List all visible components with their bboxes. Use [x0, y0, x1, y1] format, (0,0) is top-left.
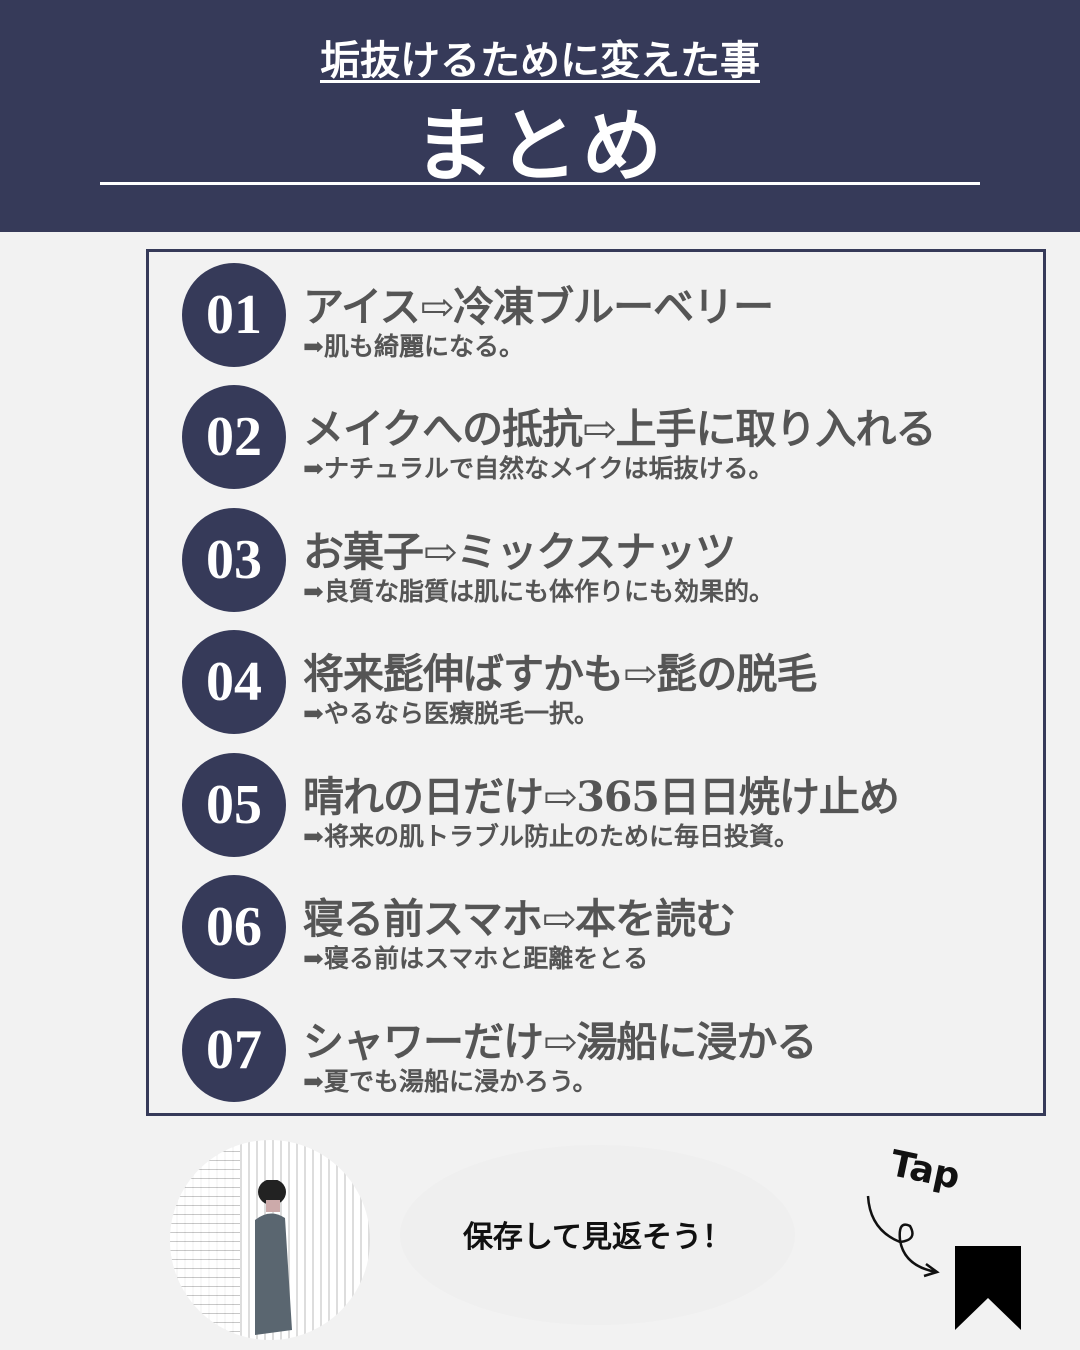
item-title: お菓子⇨ミックスナッツ: [303, 528, 736, 576]
item-subtext: ➡夏でも湯船に浸かろう。: [303, 1067, 598, 1096]
item-number-badge: 01: [182, 263, 286, 367]
list-item: 01 アイス⇨冷凍ブルーベリー ➡肌も綺麗になる。: [182, 263, 1032, 373]
item-number-badge: 07: [182, 998, 286, 1102]
item-title: アイス⇨冷凍ブルーベリー: [303, 283, 774, 331]
header-banner: 垢抜けるために変えた事 まとめ: [0, 0, 1080, 232]
item-title: 寝る前スマホ⇨本を読む: [303, 895, 736, 943]
item-title: メイクへの抵抗⇨上手に取り入れる: [303, 405, 937, 453]
list-item: 07 シャワーだけ⇨湯船に浸かる ➡夏でも湯船に浸かろう。: [182, 998, 1032, 1108]
item-subtext: ➡ナチュラルで自然なメイクは垢抜ける。: [303, 454, 774, 483]
person-image: [255, 1180, 292, 1335]
header-title: まとめ: [414, 99, 666, 193]
item-number-badge: 04: [182, 630, 286, 734]
save-prompt-text: 保存して見返そう！: [462, 1220, 733, 1255]
item-title: 晴れの日だけ⇨365日日焼け止め: [303, 773, 900, 821]
list-item: 06 寝る前スマホ⇨本を読む ➡寝る前はスマホと距離をとる: [182, 875, 1032, 985]
list-item: 02 メイクへの抵抗⇨上手に取り入れる ➡ナチュラルで自然なメイクは垢抜ける。: [182, 385, 1032, 495]
item-subtext: ➡やるなら医療脱毛一択。: [303, 699, 599, 728]
item-subtext: ➡将来の肌トラブル防止のために毎日投資。: [303, 822, 799, 851]
summary-list-box: [146, 249, 1046, 1116]
speech-bubble: [400, 1145, 795, 1325]
item-subtext: ➡肌も綺麗になる。: [303, 332, 524, 361]
curved-arrow-icon: [866, 1195, 940, 1278]
profile-photo: [170, 1140, 370, 1340]
item-number-badge: 03: [182, 508, 286, 612]
item-subtext: ➡良質な脂質は肌にも体作りにも効果的。: [303, 577, 774, 606]
bookmark-icon[interactable]: [955, 1246, 1021, 1330]
item-title: 将来髭伸ばすかも⇨髭の脱毛: [303, 650, 817, 698]
header-subtitle: 垢抜けるために変えた事: [0, 28, 1080, 86]
header-divider: [100, 182, 980, 185]
list-item: 03 お菓子⇨ミックスナッツ ➡良質な脂質は肌にも体作りにも効果的。: [182, 508, 1032, 618]
list-item: 05 晴れの日だけ⇨365日日焼け止め ➡将来の肌トラブル防止のために毎日投資。: [182, 753, 1032, 863]
item-number-badge: 02: [182, 385, 286, 489]
item-number-badge: 06: [182, 875, 286, 979]
item-title: シャワーだけ⇨湯船に浸かる: [303, 1018, 817, 1066]
item-number-badge: 05: [182, 753, 286, 857]
list-item: 04 将来髭伸ばすかも⇨髭の脱毛 ➡やるなら医療脱毛一択。: [182, 630, 1032, 740]
item-subtext: ➡寝る前はスマホと距離をとる: [303, 944, 649, 973]
header-subtitle-text: 垢抜けるために変えた事: [320, 37, 760, 84]
